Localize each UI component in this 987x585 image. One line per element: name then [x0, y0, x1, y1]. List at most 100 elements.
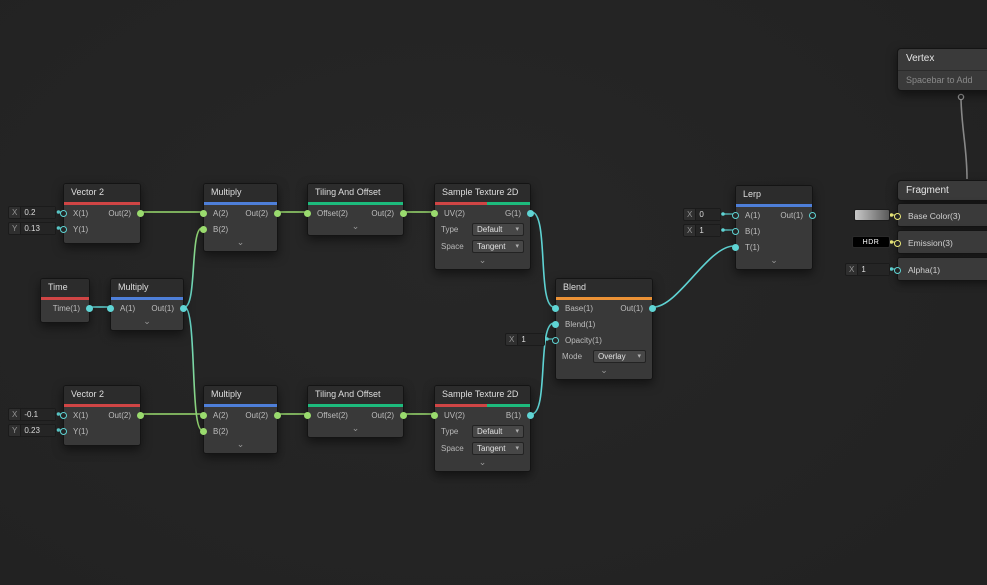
node-title[interactable]: Time — [41, 279, 89, 297]
node-title[interactable]: Tiling And Offset — [308, 184, 403, 202]
port-out-output[interactable] — [137, 411, 144, 419]
collapse-chevron[interactable]: ⌄ — [435, 255, 530, 269]
type-dropdown[interactable]: Default ▾ — [472, 223, 524, 236]
lerp-b-value-field[interactable]: X 1 — [683, 223, 721, 237]
node-title[interactable]: Sample Texture 2D — [435, 386, 530, 404]
node-title[interactable]: Vector 2 — [64, 184, 140, 202]
emission-hdr-color-field[interactable]: HDR — [852, 236, 890, 248]
port-a-input[interactable] — [200, 411, 207, 419]
port-a-input[interactable] — [200, 209, 207, 217]
node-sample-texture-top[interactable]: Sample Texture 2D UV(2) G(1) Type Defaul… — [431, 183, 534, 270]
category-strip — [64, 202, 140, 205]
node-title[interactable]: Multiply — [204, 386, 277, 404]
type-dropdown[interactable]: Default ▾ — [472, 425, 524, 438]
port-offset-input[interactable] — [304, 411, 311, 419]
node-tiling-offset-top[interactable]: Tiling And Offset Offset(2) Out(2) ⌄ — [304, 183, 407, 236]
alpha-value-field[interactable]: X 1 — [845, 262, 890, 276]
block-emission[interactable]: Emission(3) — [894, 230, 987, 254]
edge-samplebottom-b-to-blend-blend[interactable] — [531, 322, 555, 415]
port-blend-input[interactable] — [552, 320, 559, 328]
node-title[interactable]: Multiply — [111, 279, 183, 297]
collapse-chevron[interactable]: ⌄ — [111, 316, 183, 330]
port-opacity-input[interactable] — [552, 336, 559, 344]
port-g-output[interactable] — [527, 209, 534, 217]
port-x-input[interactable] — [60, 411, 67, 419]
port-base-color-input[interactable] — [894, 212, 901, 220]
x-value-field[interactable]: X 0.2 — [8, 205, 56, 219]
port-out-output[interactable] — [649, 304, 656, 312]
port-out-output[interactable] — [274, 411, 281, 419]
node-multiply-bottom[interactable]: Multiply A(2) Out(2) B(2) ⌄ — [200, 385, 281, 454]
edge-vertex-to-fragment-stack — [960, 99, 968, 180]
category-strip — [64, 404, 140, 407]
node-title[interactable]: Vector 2 — [64, 386, 140, 404]
port-out-output[interactable] — [400, 411, 407, 419]
port-out-output[interactable] — [137, 209, 144, 217]
node-title[interactable]: Multiply — [204, 184, 277, 202]
port-x-input[interactable] — [60, 209, 67, 217]
port-time-output[interactable] — [86, 304, 93, 312]
edge-blend-out-to-lerp-t[interactable] — [653, 245, 735, 308]
node-title[interactable]: Lerp — [736, 186, 812, 204]
y-value-field[interactable]: Y 0.23 — [8, 423, 56, 437]
vertex-add-block-placeholder[interactable]: Spacebar to Add — [898, 70, 987, 90]
y-value-field[interactable]: Y 0.13 — [8, 221, 56, 235]
node-vector2-top[interactable]: Vector 2 X(1) Out(2) Y(1) — [60, 183, 144, 244]
space-dropdown[interactable]: Tangent ▾ — [472, 240, 524, 253]
port-base-input[interactable] — [552, 304, 559, 312]
space-dropdown[interactable]: Tangent ▾ — [472, 442, 524, 455]
edge-sampletop-g-to-blend-base[interactable] — [531, 211, 555, 308]
port-uv-input[interactable] — [431, 209, 438, 217]
node-vector2-bottom[interactable]: Vector 2 X(1) Out(2) Y(1) — [60, 385, 144, 446]
port-out-output[interactable] — [274, 209, 281, 217]
port-out-output[interactable] — [180, 304, 187, 312]
lerp-a-value-field[interactable]: X 0 — [683, 207, 721, 221]
port-b-input[interactable] — [732, 227, 739, 235]
port-a-input[interactable] — [732, 211, 739, 219]
port-t-input[interactable] — [732, 243, 739, 251]
base-color-swatch[interactable] — [854, 209, 890, 221]
node-multiply-middle[interactable]: Multiply A(1) Out(1) ⌄ — [107, 278, 187, 331]
node-tiling-offset-bottom[interactable]: Tiling And Offset Offset(2) Out(2) ⌄ — [304, 385, 407, 438]
node-time[interactable]: Time Time(1) — [40, 278, 93, 323]
port-b-input[interactable] — [200, 225, 207, 233]
port-uv-input[interactable] — [431, 411, 438, 419]
port-alpha-input[interactable] — [894, 266, 901, 274]
port-emission-input[interactable] — [894, 239, 901, 247]
x-value-field[interactable]: X -0.1 — [8, 407, 56, 421]
edge-multiplymid-to-multiplytop-b[interactable] — [184, 227, 203, 308]
vertex-stack-port[interactable] — [957, 93, 965, 101]
collapse-chevron[interactable]: ⌄ — [435, 457, 530, 471]
fragment-context-block[interactable]: Fragment — [897, 180, 987, 201]
node-title[interactable]: Sample Texture 2D — [435, 184, 530, 202]
port-y-input[interactable] — [60, 427, 67, 435]
collapse-chevron[interactable]: ⌄ — [204, 237, 277, 251]
port-a-input[interactable] — [107, 304, 114, 312]
node-sample-texture-bottom[interactable]: Sample Texture 2D UV(2) B(1) Type Defaul… — [431, 385, 534, 472]
port-b-output[interactable] — [527, 411, 534, 419]
port-offset-input[interactable] — [304, 209, 311, 217]
port-out-output[interactable] — [809, 211, 816, 219]
port-y-input[interactable] — [60, 225, 67, 233]
opacity-value-field[interactable]: X 1 — [505, 332, 545, 346]
category-strip — [435, 404, 530, 407]
block-alpha[interactable]: Alpha(1) — [894, 257, 987, 281]
node-lerp[interactable]: Lerp A(1) Out(1) B(1) T(1) ⌄ — [732, 185, 816, 270]
category-strip — [41, 297, 89, 300]
port-b-input[interactable] — [200, 427, 207, 435]
mode-dropdown[interactable]: Overlay ▾ — [593, 350, 646, 363]
node-title[interactable]: Tiling And Offset — [308, 386, 403, 404]
edge-multiplymid-to-multiplybottom-b[interactable] — [183, 306, 203, 431]
port-out-output[interactable] — [400, 209, 407, 217]
collapse-chevron[interactable]: ⌄ — [308, 221, 403, 235]
vertex-context-block[interactable]: Vertex Spacebar to Add — [897, 48, 987, 91]
collapse-chevron[interactable]: ⌄ — [204, 439, 277, 453]
collapse-chevron[interactable]: ⌄ — [308, 423, 403, 437]
collapse-chevron[interactable]: ⌄ — [556, 365, 652, 379]
node-title[interactable]: Blend — [556, 279, 652, 297]
block-base-color[interactable]: Base Color(3) — [894, 203, 987, 227]
node-multiply-top[interactable]: Multiply A(2) Out(2) B(2) ⌄ — [200, 183, 281, 252]
node-blend[interactable]: Blend Base(1) Out(1) Blend(1) Opacity(1)… — [552, 278, 656, 380]
collapse-chevron[interactable]: ⌄ — [736, 255, 812, 269]
